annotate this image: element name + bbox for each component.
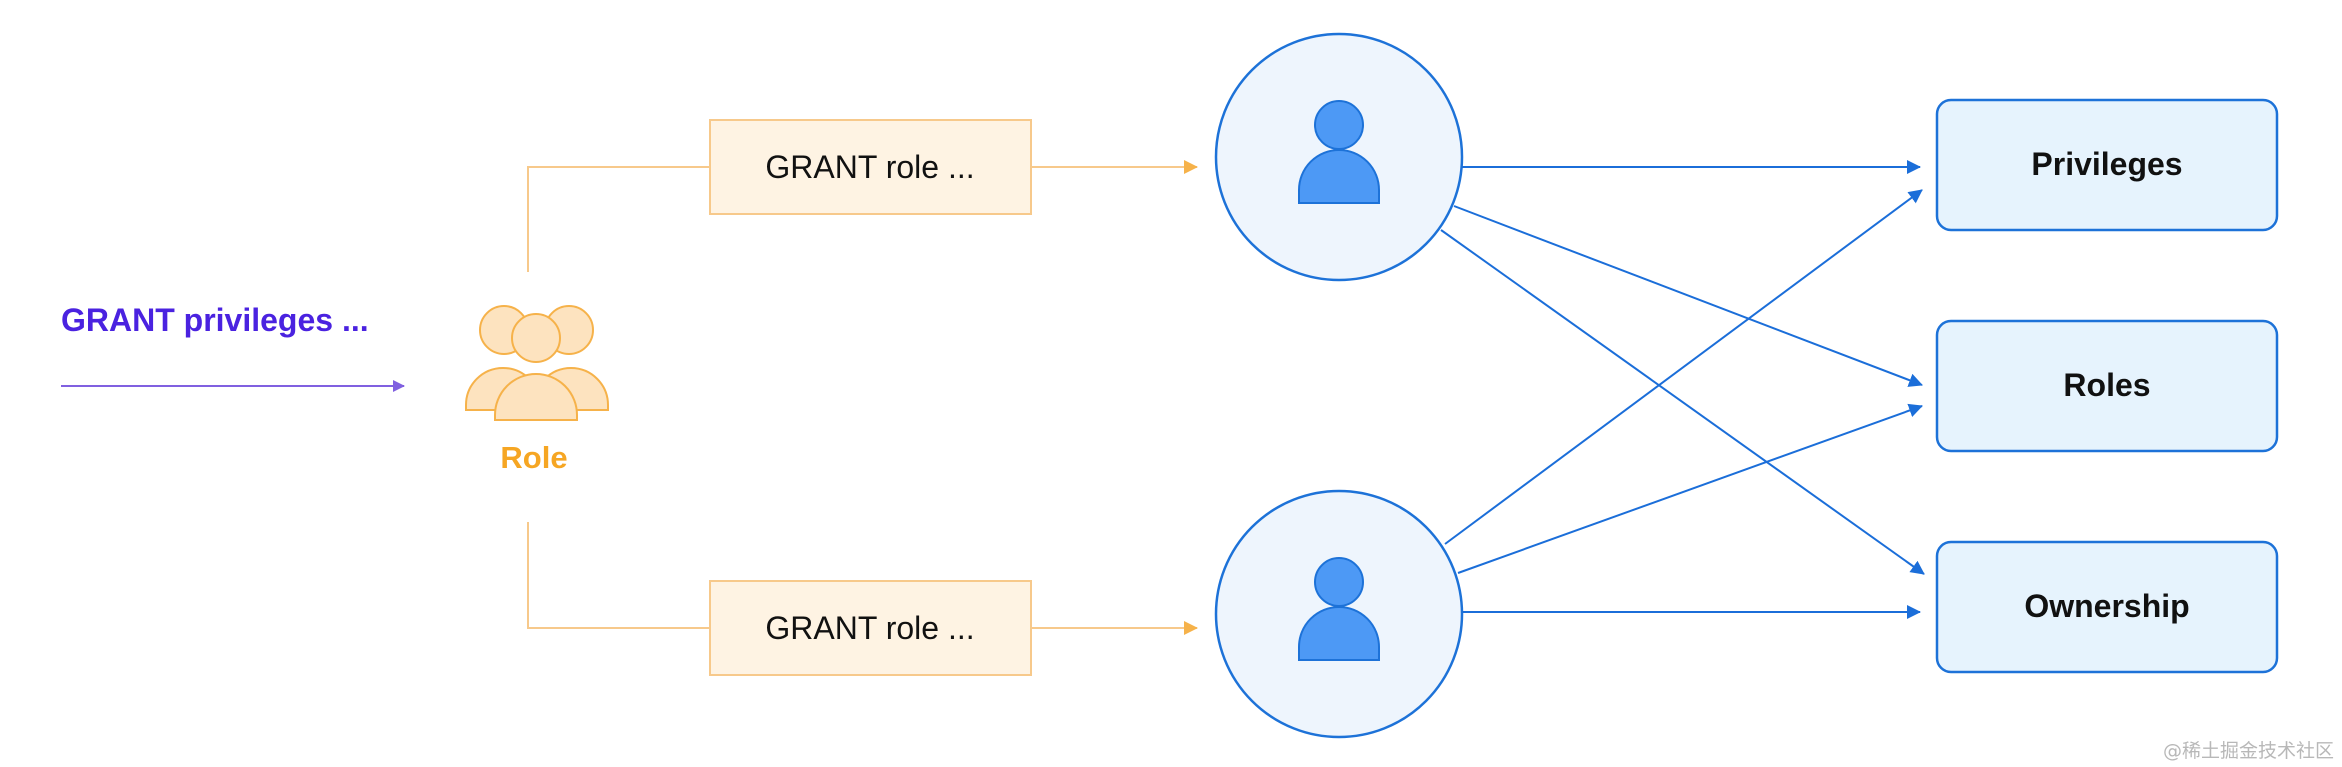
grant-privileges-label: GRANT privileges ... (61, 302, 369, 338)
target-label-roles: Roles (2063, 367, 2150, 403)
arrow-top-user-to-roles (1453, 205, 1923, 387)
grant-role-box-bottom: GRANT role ... (709, 580, 1032, 676)
target-box-ownership: Ownership (1935, 540, 2279, 674)
role-group-icon (465, 305, 609, 421)
arrow-bottom-user-to-roles (1457, 403, 1923, 574)
target-box-roles: Roles (1935, 319, 2279, 453)
arrow-bottom-user-to-privileges (1444, 189, 1923, 545)
grant-role-label: GRANT role ... (765, 610, 974, 646)
role-connector-top (527, 166, 710, 272)
grant-role-box-top: GRANT role ... (709, 119, 1032, 215)
user-icon (1298, 100, 1380, 204)
target-box-privileges: Privileges (1935, 98, 2279, 232)
arrow-top-user-to-ownership (1440, 229, 1925, 575)
grant-role-label: GRANT role ... (765, 149, 974, 185)
target-label-privileges: Privileges (2031, 146, 2182, 182)
user-icon (1298, 557, 1380, 661)
watermark: @稀土掘金技术社区 (2163, 740, 2334, 762)
user-node-top (1214, 32, 1464, 282)
user-node-bottom (1214, 489, 1464, 739)
role-label: Role (500, 440, 567, 475)
target-label-ownership: Ownership (2024, 588, 2189, 624)
role-connector-bottom (527, 522, 710, 629)
